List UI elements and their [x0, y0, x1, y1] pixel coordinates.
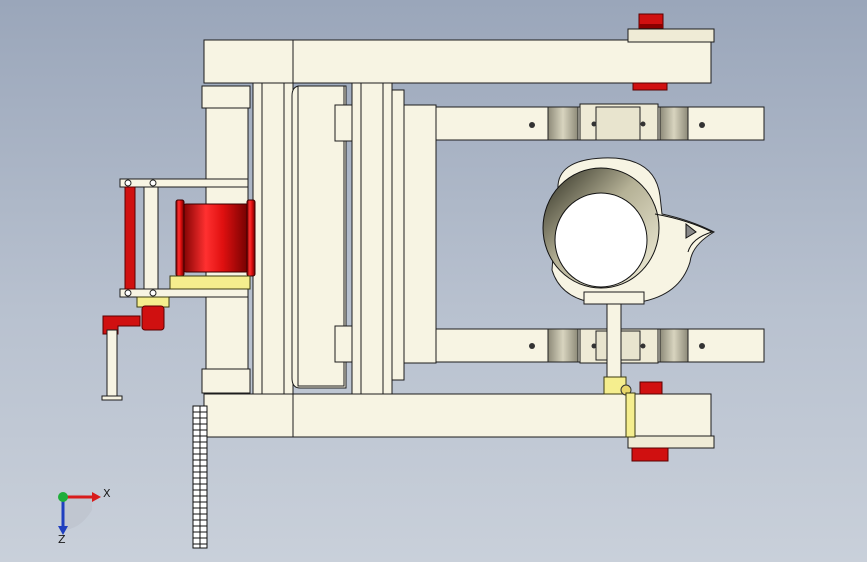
top-beam — [203, 28, 715, 84]
bolt-bottom-head — [639, 381, 663, 395]
bolt-bottom-nut — [631, 447, 669, 462]
middle-rails — [291, 82, 437, 395]
axis-triad: X Z — [58, 487, 111, 546]
axis-x-arrowhead — [92, 492, 101, 502]
axis-y-origin — [58, 492, 68, 502]
axis-x-label: X — [103, 487, 111, 500]
pouring-pot — [542, 157, 716, 305]
bolt-top-head — [638, 13, 664, 29]
pivot-shaft — [603, 299, 636, 438]
lower-guide-arm — [435, 328, 765, 364]
winch-assembly — [101, 178, 256, 401]
axis-z-label: Z — [58, 533, 66, 546]
bottom-beam — [203, 393, 715, 449]
upper-guide-arm — [435, 103, 765, 141]
axis-z-arrowhead — [58, 526, 68, 535]
bolt-top-nut — [632, 82, 668, 91]
spur-gear — [192, 405, 208, 549]
